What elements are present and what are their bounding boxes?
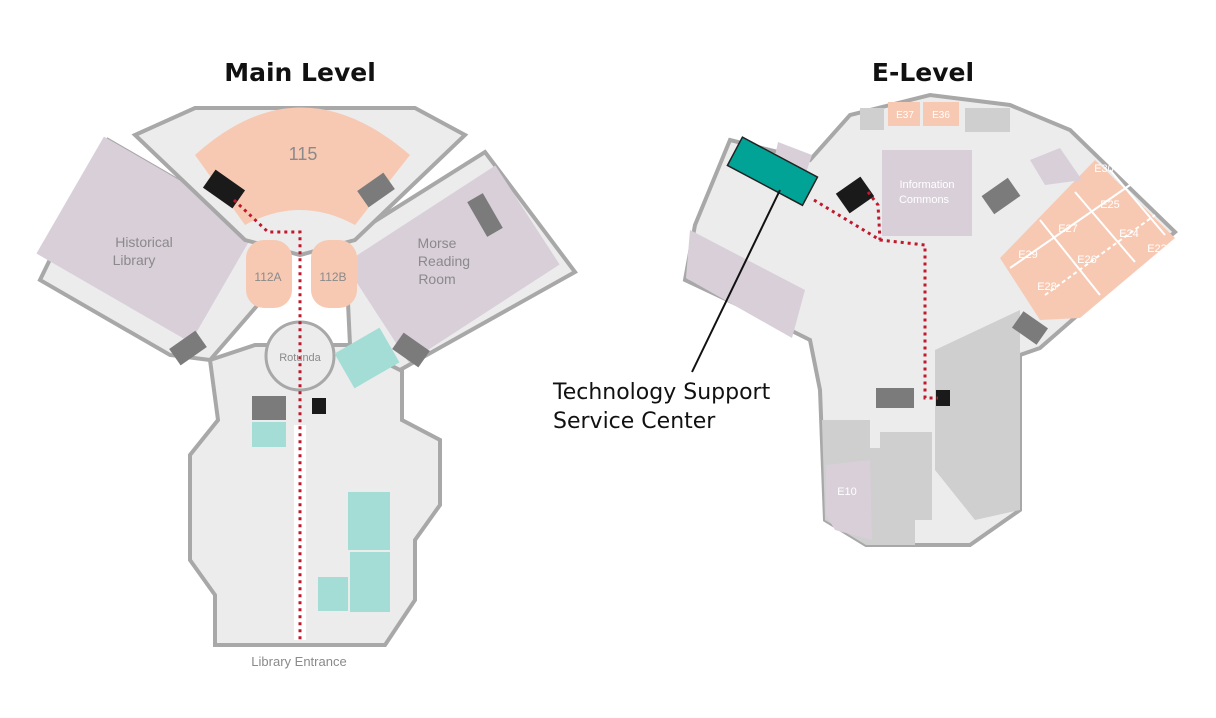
e-level-map: Information Commons E37 E36 E30 E25 E27 … [682,92,1178,547]
main-stairs-4 [392,332,430,368]
main-elevator-icon [312,398,326,414]
e28-label: E28 [1037,281,1057,293]
e24-label: E24 [1119,228,1139,240]
e29-label: E29 [1018,249,1038,261]
main-teal-room-4 [318,577,348,611]
info-commons-label-2: Commons [899,194,950,206]
e-south-mid [880,432,932,520]
e-top-gray-2 [965,108,1010,132]
morse-label-2: Reading [418,253,470,269]
main-teal-room-2 [252,422,286,447]
main-stairs-5 [252,396,286,420]
main-south-wing [188,343,442,647]
technology-support-room [726,136,819,207]
callout-line-1: Technology Support [553,380,771,405]
main-stairs-2 [467,193,503,237]
morse-label-1: Morse [418,235,457,251]
e-stairs-1 [981,177,1021,215]
e-elevator-icon [936,390,950,406]
e-stairs-3 [1011,311,1049,345]
room-115-label: 115 [289,144,318,164]
e30-label: E30 [1094,163,1114,175]
callout-leader-line [691,189,781,373]
information-commons-room [882,150,972,236]
e23-label: E23 [1147,243,1167,255]
room-115 [195,107,410,225]
main-level-title: Main Level [224,58,376,87]
e-west-purple [686,230,805,338]
e25-label: E25 [1100,199,1120,211]
historical-label-1: Historical [115,234,173,250]
historical-label-2: Library [113,252,156,268]
room-112b-label: 112B [319,270,346,284]
main-teal-room-1 [334,327,400,389]
room-112a-label: 112A [254,270,281,284]
morse-reading-room [344,165,560,363]
e-south-east [935,310,1020,520]
library-entrance-label: Library Entrance [251,654,346,669]
e-top-gray-1 [860,108,884,130]
info-commons-label-1: Information [899,179,954,191]
main-teal-room-5 [350,552,390,612]
e-stairs-2 [876,388,914,408]
e27-label: E27 [1058,223,1078,235]
e26-label: E26 [1077,254,1097,266]
historical-library-room [36,136,259,343]
main-level-map: 115 Historical Library Morse Reading Roo… [36,106,578,669]
main-stairs-1 [357,172,395,208]
e10-label: E10 [837,486,857,498]
technology-support-callout: Technology Support Service Center [553,378,770,436]
e37-label: E37 [896,110,914,121]
main-stairs-black [202,169,246,209]
e36-label: E36 [932,110,950,121]
room-112b [311,240,357,308]
room-e10 [826,460,872,540]
room-e37 [888,102,920,126]
e-level-title: E-Level [871,58,975,87]
rotunda-label: Rotunda [279,352,321,364]
e-route-path [813,198,938,400]
e-east-purple [1030,148,1082,185]
main-teal-room-3 [348,492,390,550]
room-e36 [923,102,959,126]
e-route-branch [866,191,882,241]
room-112a [246,240,292,308]
callout-line-2: Service Center [553,409,716,434]
morse-label-3: Room [418,271,455,287]
main-route-path [232,198,302,640]
main-stairs-3 [169,330,207,366]
e-stairs-black [835,176,875,214]
e-east-rooms [1000,160,1175,320]
